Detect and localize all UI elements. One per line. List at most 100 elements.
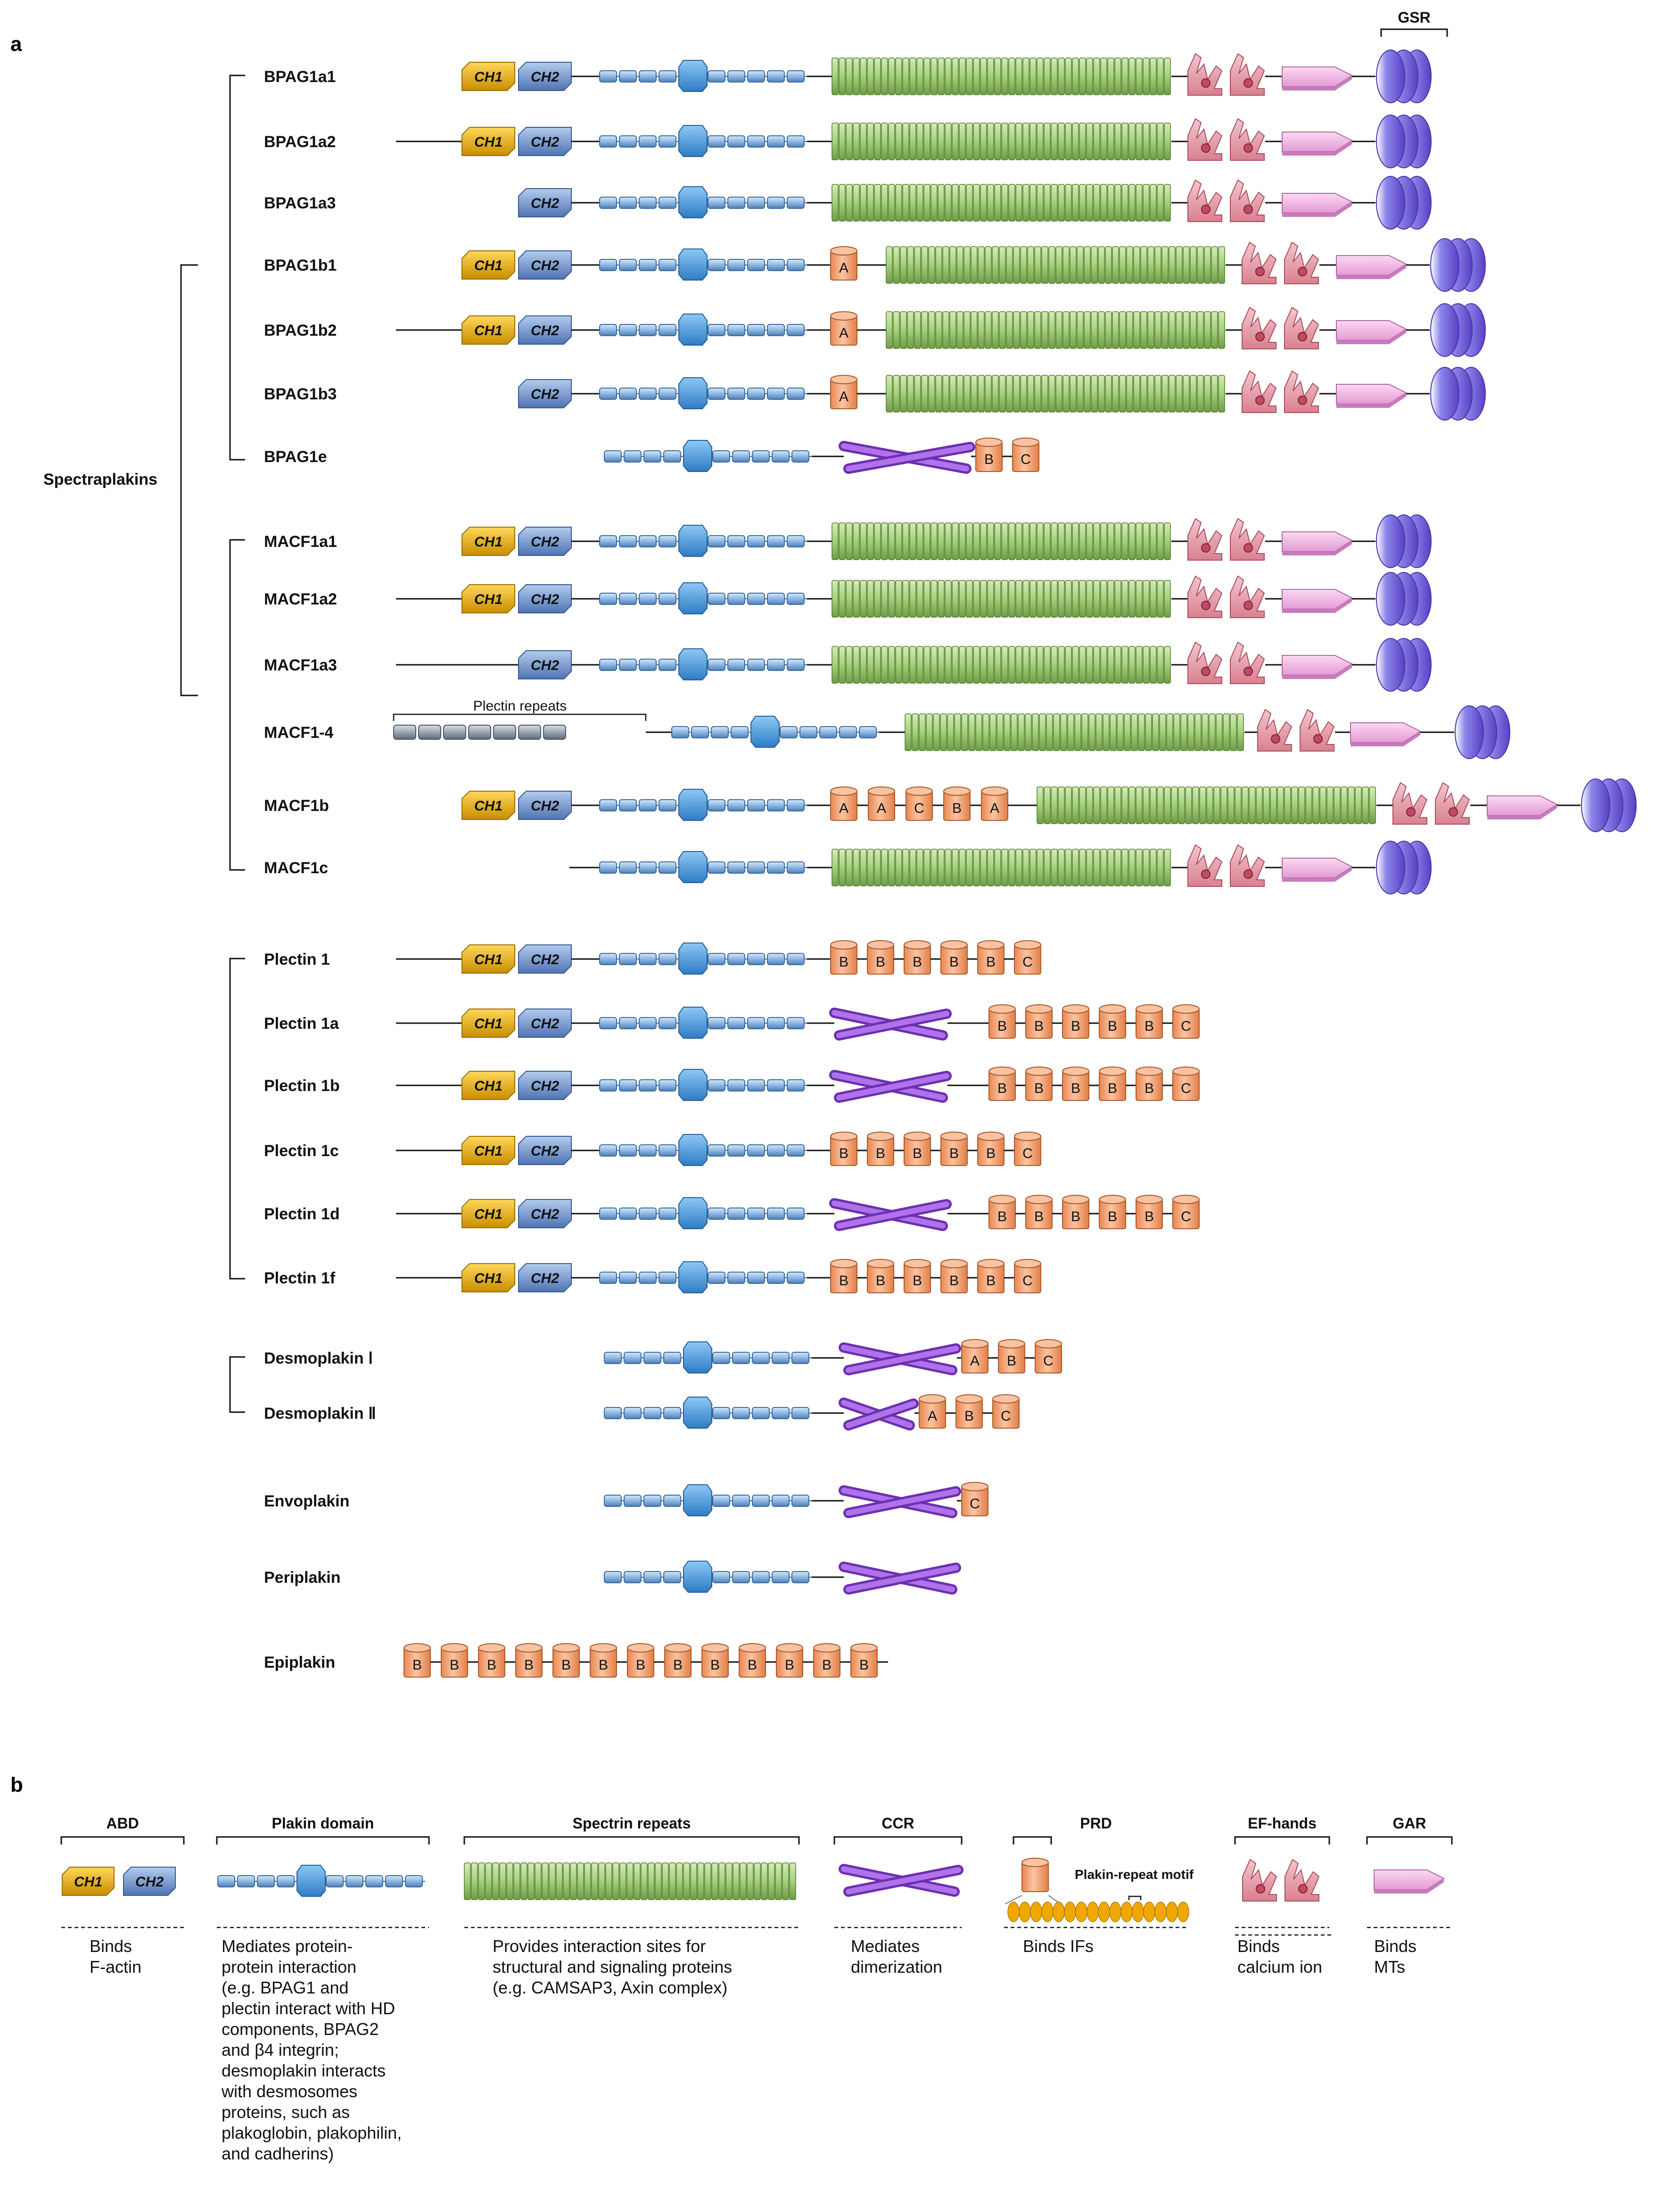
spectrin-repeat [1041, 311, 1048, 349]
ch2-domain: CH2 [518, 584, 572, 613]
plakin-segment [819, 726, 837, 738]
spectrin-repeats [832, 522, 1171, 560]
cylinder-letter: C [1022, 954, 1033, 970]
spectrin-repeat [959, 522, 966, 560]
gar-shadow [1282, 202, 1352, 217]
cylinder-repeat: C [1172, 1067, 1200, 1101]
cylinder-top [1172, 1195, 1200, 1204]
plakin-segment [787, 324, 805, 336]
cylinder-letter: A [839, 260, 848, 276]
plakin-segment [787, 259, 805, 271]
spectrin-repeat [1077, 246, 1084, 284]
spectrin-repeat [1086, 849, 1093, 886]
cylinder-top [975, 438, 1003, 447]
ch2-domain: CH2 [518, 188, 572, 217]
plakin-segment [787, 1144, 805, 1157]
spectrin-repeat [605, 1862, 612, 1900]
ch2-domain: CH2 [123, 1867, 176, 1896]
spectrin-repeat [1211, 311, 1218, 349]
spectrin-repeat [1008, 184, 1015, 222]
spectrin-repeat [1062, 246, 1070, 284]
cylinder-letter: A [990, 801, 999, 816]
plakin-segment [639, 953, 657, 965]
spectrin-repeat [1147, 375, 1154, 413]
plakin-segment [772, 1495, 790, 1507]
spectrin-repeat [1051, 522, 1058, 560]
plakin-segment [787, 135, 805, 148]
spectrin-repeat [1140, 375, 1147, 413]
coiled-coil-rod [839, 1342, 961, 1375]
gar-domain [1282, 66, 1353, 91]
spectrin-repeat [938, 184, 945, 222]
legend-description-line: Binds [1237, 1936, 1280, 1956]
cylinder-repeat: B [940, 1259, 968, 1293]
plakin-segment [599, 861, 617, 874]
legend-title: PRD [1080, 1815, 1112, 1832]
spectrin-repeat [1077, 311, 1084, 349]
cylinder-letter: B [876, 1146, 885, 1161]
spectrin-repeat [1098, 311, 1105, 349]
spectrin-repeat [1001, 58, 1008, 95]
spectrin-repeat [740, 1862, 747, 1900]
spectrin-repeat [966, 184, 973, 222]
spectrin-repeat [945, 123, 952, 160]
calcium-ion [1244, 869, 1253, 879]
cylinder-top [830, 246, 857, 256]
spectrin-repeat [1161, 375, 1169, 413]
plakin-segment [604, 450, 622, 463]
spectrin-repeat [527, 1862, 535, 1900]
cylinder-top [940, 940, 968, 950]
ch2-text: CH2 [531, 69, 559, 85]
spectrin-repeat [893, 375, 900, 413]
spectrin-repeat [1044, 58, 1051, 95]
spectrin-repeat [909, 58, 916, 95]
spectrin-repeat [846, 849, 853, 886]
plakin-repeat-motif-label: Plakin-repeat motif [1075, 1867, 1194, 1882]
calcium-ion [1244, 78, 1253, 88]
plakin-segment [727, 953, 745, 965]
cylinder-repeat: B [1062, 1067, 1089, 1101]
cylinder-letter: B [876, 954, 885, 970]
spectrin-repeat [1013, 246, 1020, 284]
plakin-domain [599, 789, 807, 821]
spectrin-repeat [938, 646, 945, 684]
spectrin-repeat [914, 246, 921, 284]
spectrin-repeat [909, 580, 916, 618]
spectrin-repeat [971, 246, 978, 284]
plakin-segment [708, 70, 725, 83]
spectrin-repeat [966, 123, 973, 160]
cylinder-letter: B [952, 801, 962, 816]
spectrin-repeat [1194, 713, 1202, 751]
ef-hand-shape [1230, 53, 1265, 96]
plakin-repeat-motif-unit [1166, 1902, 1178, 1922]
spectrin-repeat [1164, 849, 1171, 886]
plakin-repeat-motif-unit [1143, 1902, 1155, 1922]
spectrin-repeat [1126, 311, 1133, 349]
spectrin-repeat [1121, 849, 1128, 886]
cylinder-letter: B [1071, 1209, 1080, 1224]
spectrin-repeat [1072, 786, 1079, 824]
spectrin-repeat [549, 1862, 556, 1900]
spectrin-repeat [1058, 786, 1065, 824]
plakin-segment [708, 861, 725, 874]
plakin-segment [619, 388, 637, 400]
spectrin-repeat [1006, 311, 1013, 349]
plakin-segment [791, 1495, 809, 1507]
cylinder-repeat: B [830, 1259, 857, 1293]
protein-label: Epiplakin [264, 1654, 335, 1671]
plakin-core-segment [678, 789, 708, 821]
ef-hand-shape [1187, 118, 1223, 161]
plakin-segment [787, 197, 805, 209]
spectrin-repeat [1114, 580, 1121, 618]
spectrin-repeat [1100, 849, 1107, 886]
spectrin-repeat [954, 713, 961, 751]
spectrin-repeat [839, 849, 846, 886]
plakin-segment [732, 1571, 750, 1583]
ef-hand [1187, 641, 1223, 684]
spectrin-repeat [1086, 123, 1093, 160]
plakin-core-segment [678, 125, 708, 157]
cylinder-letter: B [913, 1273, 922, 1289]
plakin-segment [619, 1144, 637, 1157]
cylinder-letter: B [986, 1146, 996, 1161]
ef-hands [1187, 179, 1265, 222]
